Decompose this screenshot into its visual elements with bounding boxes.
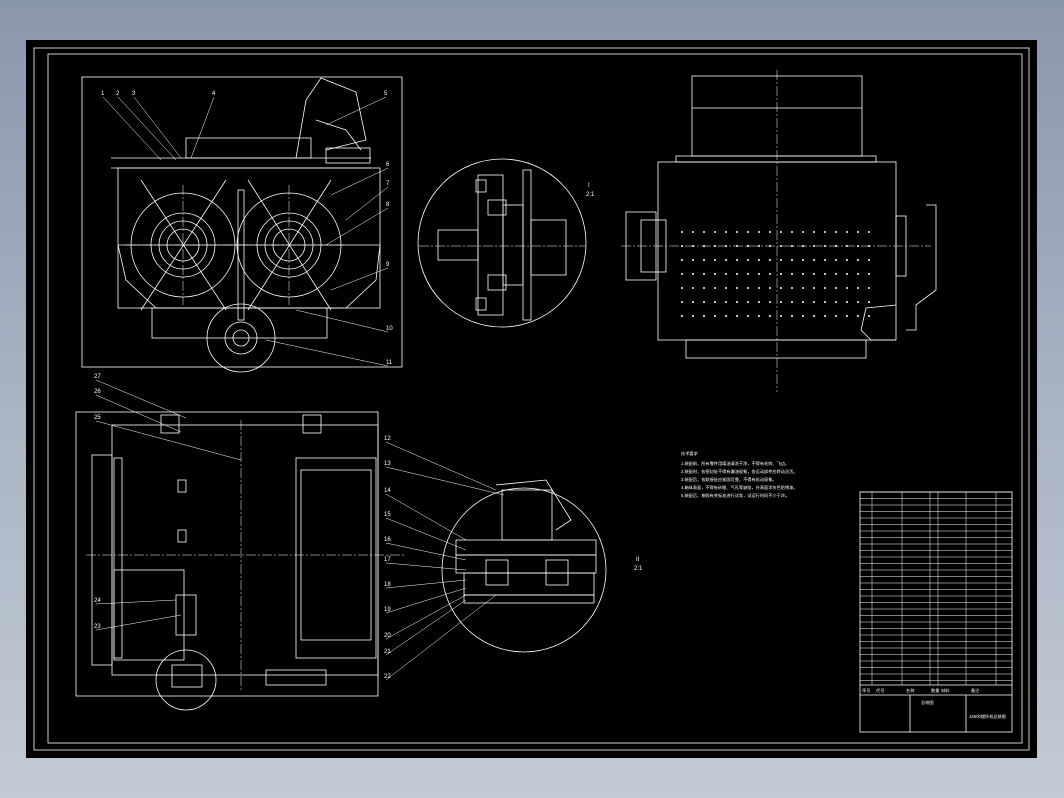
parts-header-5: 备注	[971, 687, 980, 694]
drawing-title: JS500搅拌机总装图	[969, 713, 1006, 720]
plan-balloon-26: 26	[94, 389, 101, 395]
inner-frame	[47, 53, 1023, 744]
plan-view	[75, 411, 406, 711]
parts-list-title-block: 序号代号 名称 数量材料 备注 总装图 JS500搅拌机总装图	[859, 491, 1013, 733]
detail-balloon-19: 19	[384, 607, 391, 613]
top-balloon-3: 3	[132, 91, 136, 97]
tech-req-line-5: 5.装配后，按照有关标准进行试车，试运行时间不少于2h。	[681, 492, 790, 499]
tech-req-line-3: 3.装配后，各联接处应紧固可靠，不得有松动现象。	[681, 476, 777, 483]
assembly-drawing: 技术要求 1.装配前，所有零件用煤油清洗干净，不得有毛刺、飞边。 2.装配时，各…	[33, 47, 1030, 751]
detail-ii-label: II	[636, 557, 640, 563]
assembly-name: 总装图	[921, 699, 934, 706]
detail-view-ii	[441, 479, 607, 653]
parts-header-2: 名称	[906, 687, 914, 694]
plan-balloon-23: 23	[94, 624, 101, 630]
top-balloon-6: 6	[386, 162, 390, 168]
plan-balloon-24: 24	[94, 598, 101, 604]
detail-balloon-16: 16	[384, 537, 391, 543]
detail-balloon-21: 21	[384, 649, 391, 655]
outer-frame	[33, 47, 1030, 751]
detail-ii-scale: 2:1	[634, 566, 643, 572]
parts-header-0: 序号	[862, 687, 870, 694]
detail-balloon-22: 22	[384, 674, 391, 680]
tech-req-title: 技术要求	[681, 450, 699, 457]
top-balloon-11: 11	[386, 360, 393, 366]
top-balloon-2: 2	[116, 91, 120, 97]
detail-balloon-20: 20	[384, 633, 391, 639]
top-balloon-8: 8	[386, 202, 390, 208]
detail-balloon-14: 14	[384, 488, 391, 494]
top-balloon-10: 10	[386, 326, 393, 332]
cad-model-space[interactable]: 技术要求 1.装配前，所有零件用煤油清洗干净，不得有毛刺、飞边。 2.装配时，各…	[26, 40, 1037, 758]
side-view	[621, 70, 937, 392]
parts-header-4: 材料	[941, 687, 950, 694]
tech-req-line-1: 1.装配前，所有零件用煤油清洗干净，不得有毛刺、飞边。	[681, 460, 789, 467]
detail-view-i	[417, 158, 587, 328]
front-section-view	[81, 76, 403, 373]
top-balloon-4: 4	[212, 91, 216, 97]
top-balloon-5: 5	[384, 91, 388, 97]
detail-i-label: I	[588, 183, 590, 189]
top-balloon-7: 7	[386, 181, 390, 187]
detail-balloon-12: 12	[384, 436, 391, 442]
detail-i-scale: 2:1	[586, 192, 595, 198]
plan-balloon-27: 27	[94, 374, 101, 380]
plan-balloon-25: 25	[94, 415, 101, 421]
detail-balloon-15: 15	[384, 512, 391, 518]
top-balloon-1: 1	[101, 91, 105, 97]
detail-balloon-18: 18	[384, 582, 391, 588]
parts-header-3: 数量	[931, 687, 939, 694]
technical-requirements: 技术要求 1.装配前，所有零件用煤油清洗干净，不得有毛刺、飞边。 2.装配时，各…	[681, 450, 798, 499]
detail-balloon-17: 17	[384, 557, 391, 563]
tech-req-line-4: 4.箱体表面，不得有砂眼、气孔等缺陷，外表面涂灰色防锈漆。	[681, 484, 798, 491]
parts-header-1: 代号	[876, 687, 884, 694]
tech-req-line-2: 2.装配时，各密封处不得有漏油现象，各运动部件应转动灵活。	[681, 468, 798, 475]
top-balloon-9: 9	[386, 262, 390, 268]
detail-balloon-13: 13	[384, 461, 391, 467]
